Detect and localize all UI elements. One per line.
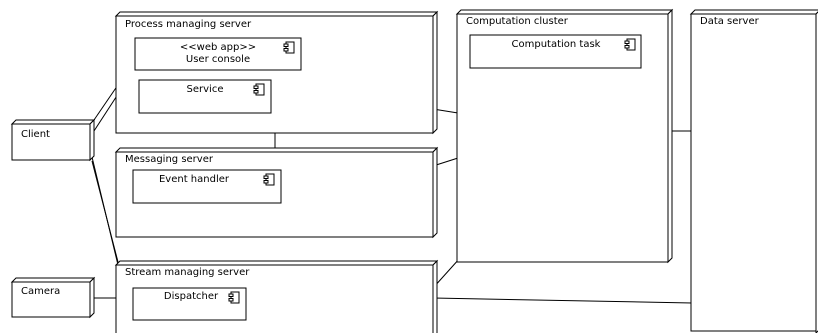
computation-cluster-title: Computation cluster — [466, 16, 569, 27]
messaging-server-node[interactable]: Messaging server Event handler — [114, 146, 439, 239]
computation-task-label: Computation task — [512, 39, 601, 50]
event-handler-component[interactable]: Event handler — [132, 169, 282, 204]
component-icon — [263, 173, 275, 186]
user-console-component[interactable]: <<web app>> User console — [134, 37, 302, 71]
stream-managing-server-title: Stream managing server — [125, 267, 250, 278]
computation-cluster-node[interactable]: Computation cluster Computation task — [455, 8, 674, 264]
event-handler-label: Event handler — [159, 174, 230, 185]
client-node[interactable]: Client — [10, 118, 96, 162]
stream-data-link — [432, 297, 693, 304]
camera-node-title: Camera — [21, 286, 60, 297]
messaging-server-title: Messaging server — [125, 154, 214, 165]
computation-task-component[interactable]: Computation task — [469, 34, 642, 69]
data-server-title: Data server — [700, 16, 760, 27]
client-node-title: Client — [21, 129, 50, 140]
service-component[interactable]: Service — [138, 79, 272, 114]
dispatcher-label: Dispatcher — [164, 291, 219, 302]
user-console-stereotype: <<web app>> — [180, 42, 256, 53]
service-label: Service — [187, 84, 224, 95]
process-managing-server-node[interactable]: Process managing server <<web app>> User… — [114, 10, 439, 135]
component-icon — [228, 291, 240, 304]
camera-node[interactable]: Camera — [10, 276, 96, 319]
process-managing-server-title: Process managing server — [125, 19, 252, 30]
client-stream-link-2 — [91, 160, 119, 263]
component-icon — [283, 41, 295, 54]
data-server-node[interactable]: Data server — [689, 9, 818, 333]
dispatcher-component[interactable]: Dispatcher — [132, 287, 247, 321]
component-icon — [253, 83, 265, 96]
stream-managing-server-node[interactable]: Stream managing server Dispatcher — [114, 259, 439, 333]
user-console-label: User console — [186, 54, 250, 65]
component-icon — [624, 38, 636, 51]
